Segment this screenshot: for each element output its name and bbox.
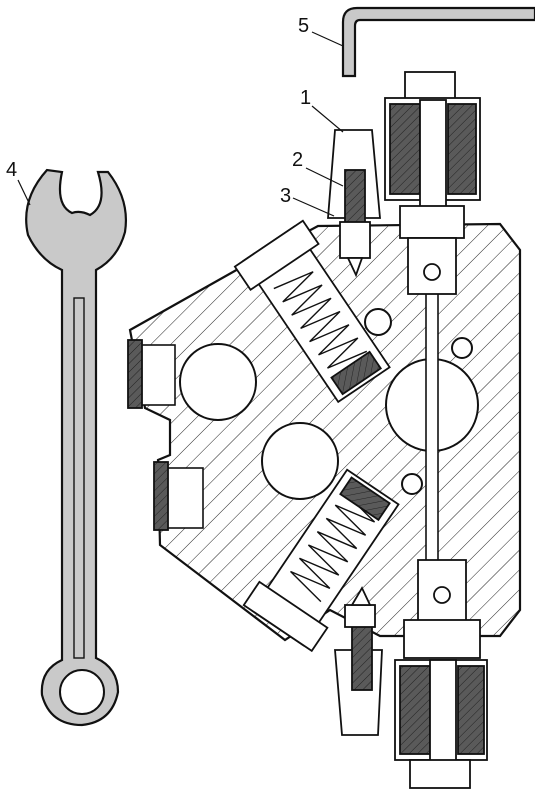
lower-spring-cartridge xyxy=(242,468,400,653)
leader-3 xyxy=(292,197,335,217)
callout-5: 5 xyxy=(298,15,309,37)
port-bore-lower xyxy=(261,422,339,500)
callout-labels: 5 1 2 3 4 xyxy=(6,15,311,207)
valve-body xyxy=(127,222,522,642)
port-bore-upper xyxy=(179,343,257,421)
leader-5 xyxy=(311,31,344,47)
callout-leaders xyxy=(17,31,344,217)
small-bore-3 xyxy=(401,473,423,495)
bottom-solenoid xyxy=(394,559,488,789)
small-bore-2 xyxy=(451,337,473,359)
callout-4: 4 xyxy=(6,159,17,181)
leader-2 xyxy=(305,167,344,187)
top-solenoid xyxy=(384,71,481,295)
leader-1 xyxy=(311,105,344,133)
callout-2: 2 xyxy=(292,149,303,171)
upper-spring-cartridge xyxy=(233,219,391,404)
combination-wrench xyxy=(25,168,127,727)
top-adjust-screw xyxy=(327,129,381,278)
leader-4 xyxy=(17,179,31,206)
small-bore-1 xyxy=(364,308,392,336)
callout-3: 3 xyxy=(280,185,291,207)
callout-1: 1 xyxy=(300,87,311,109)
bottom-adjust-screw xyxy=(334,586,383,736)
hex-key xyxy=(341,6,535,78)
